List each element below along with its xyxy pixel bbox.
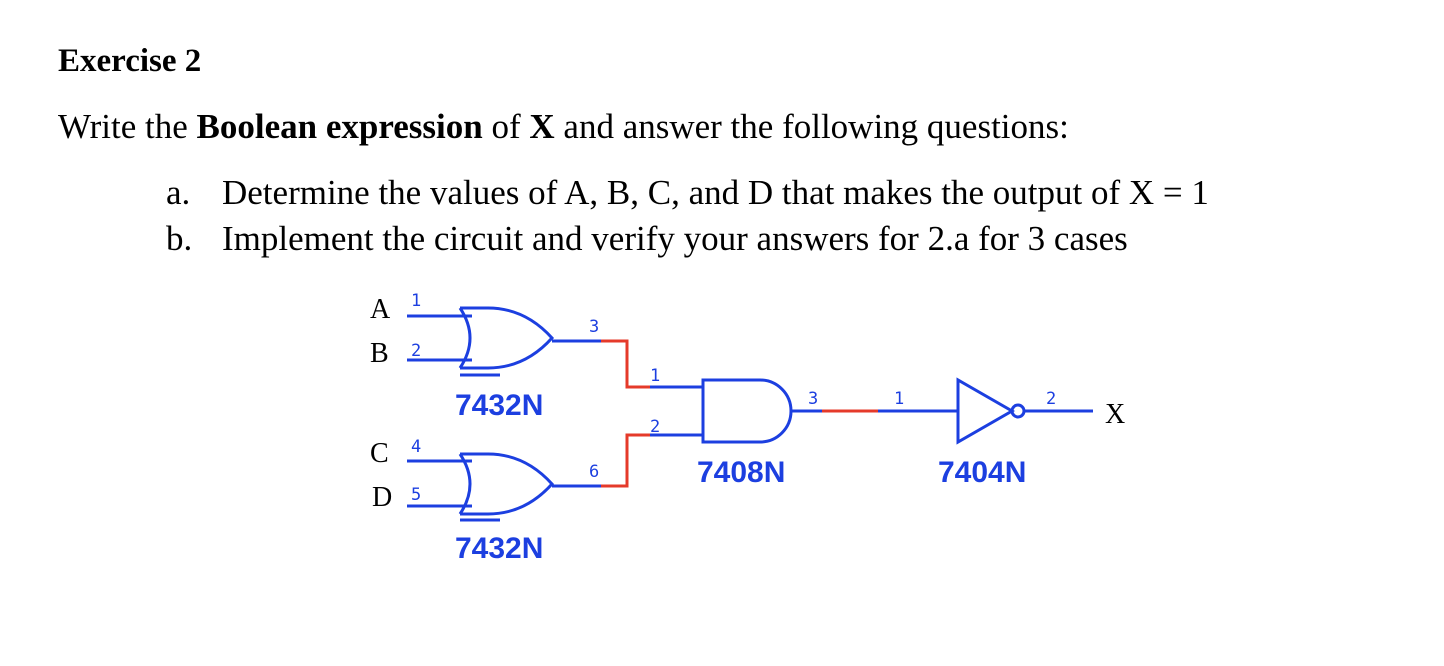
- or1-pin-out: 3: [589, 317, 599, 337]
- or-gate-1: 1 2 3 7432N: [407, 291, 601, 422]
- question-b-label: b.: [166, 219, 193, 258]
- or-gate-1-chip-label: 7432N: [455, 389, 543, 422]
- question-a-label: a.: [166, 173, 191, 212]
- instruction-part1: Write the: [58, 107, 197, 146]
- and-pin-in2: 2: [650, 417, 660, 437]
- instruction-bold-boolean: Boolean expression: [196, 107, 483, 146]
- not-gate-body: [956, 377, 1016, 445]
- question-a: a. Determine the values of A, B, C, and D…: [166, 172, 1209, 214]
- and-pin-out: 3: [808, 389, 818, 409]
- or2-pin-out: 6: [589, 462, 599, 482]
- question-b-text: Implement the circuit and verify your an…: [222, 219, 1128, 258]
- or-gate-1-body: [460, 306, 555, 370]
- question-a-text: Determine the values of A, B, C, and D t…: [222, 173, 1209, 212]
- net-or2-to-and: [601, 433, 650, 488]
- input-b-label: B: [370, 338, 389, 369]
- and-gate-body: [701, 378, 793, 444]
- instruction-bold-x: X: [529, 107, 555, 146]
- instruction-part3: and answer the following questions:: [554, 107, 1069, 146]
- input-d-label: D: [372, 482, 392, 513]
- or-gate-2: 4 5 6 7432N: [407, 437, 601, 565]
- exercise-title: Exercise 2: [58, 43, 202, 79]
- or1-pin-in1: 1: [411, 291, 421, 311]
- output-x-label: X: [1105, 399, 1125, 430]
- or2-pin-in2: 5: [411, 485, 421, 505]
- and-gate: 1 2 3 7408N: [650, 366, 822, 489]
- instruction-text: Write the Boolean expression of X and an…: [58, 106, 1069, 148]
- and-pin-in1: 1: [650, 366, 660, 386]
- not-pin-in: 1: [894, 389, 904, 409]
- or2-pin-in1: 4: [411, 437, 421, 457]
- not-gate: 1 2 7404N: [878, 377, 1093, 489]
- input-c-label: C: [370, 438, 389, 469]
- and-gate-chip-label: 7408N: [697, 456, 785, 489]
- or-gate-2-body: [460, 452, 555, 516]
- question-b: b. Implement the circuit and verify your …: [166, 218, 1128, 260]
- or-gate-1-back: [458, 307, 472, 369]
- input-a-label: A: [370, 294, 391, 325]
- not-pin-out: 2: [1046, 389, 1056, 409]
- not-gate-chip-label: 7404N: [938, 456, 1026, 489]
- or1-pin-in2: 2: [411, 341, 421, 361]
- instruction-part2: of: [482, 107, 530, 146]
- net-or1-to-and: [601, 339, 650, 389]
- or-gate-2-chip-label: 7432N: [455, 532, 543, 565]
- or-gate-2-back: [458, 453, 472, 515]
